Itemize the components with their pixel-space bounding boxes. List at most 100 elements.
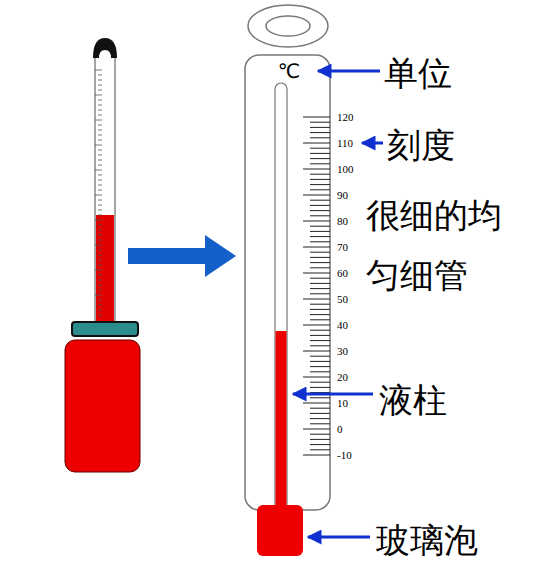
small-tick (98, 285, 102, 286)
magnify-arrow (128, 235, 236, 277)
small-tick (98, 175, 102, 176)
tick-mark (310, 231, 330, 232)
leader-arrow (308, 536, 370, 539)
small-tick (98, 130, 102, 131)
small-tick (98, 100, 102, 101)
small-tick (98, 110, 102, 111)
small-tick (98, 280, 102, 281)
tick-mark (310, 179, 330, 180)
tick-mark (303, 221, 330, 222)
tick-mark (303, 299, 330, 300)
tick-mark (310, 215, 330, 216)
small-tick (98, 250, 102, 251)
tick-mark (310, 189, 330, 190)
tick-mark (310, 127, 330, 128)
tick-mark (310, 423, 330, 424)
small-tick (98, 165, 102, 166)
part-label: 很细的均匀细管 (366, 185, 531, 305)
small-cap-hole (99, 50, 111, 58)
tick-mark (310, 434, 330, 435)
small-tick (98, 260, 102, 261)
tick-mark (310, 236, 330, 237)
tick-mark (303, 117, 330, 118)
tick-mark (310, 241, 330, 242)
small-tick (98, 225, 102, 226)
tick-mark (303, 273, 330, 274)
tick-mark (303, 455, 330, 456)
small-tick (98, 215, 102, 216)
tick-mark (310, 335, 330, 336)
tick-mark (303, 143, 330, 144)
small-tick (98, 135, 102, 136)
capillary-tube (275, 83, 287, 513)
scale-ticks (303, 117, 330, 455)
tick-mark (310, 137, 330, 138)
small-tick (98, 155, 102, 156)
small-liquid (96, 215, 114, 327)
tick-mark (303, 403, 330, 404)
tick-mark (310, 184, 330, 185)
part-label: 刻度 (387, 128, 455, 162)
small-tick (98, 150, 102, 151)
small-cap (93, 38, 117, 58)
tick-mark (310, 163, 330, 164)
scale-number: 0 (337, 424, 343, 435)
small-ticks (95, 70, 102, 315)
small-tick (98, 230, 102, 231)
tick-mark (310, 122, 330, 123)
small-tick (98, 210, 102, 211)
tick-mark (303, 169, 330, 170)
tick-mark (310, 345, 330, 346)
tick-mark (310, 205, 330, 206)
part-label: 液柱 (379, 383, 447, 417)
tick-mark (310, 340, 330, 341)
tick-mark (310, 319, 330, 320)
tick-mark (310, 439, 330, 440)
tick-mark (303, 195, 330, 196)
tick-mark (310, 371, 330, 372)
small-tick (98, 105, 102, 106)
tick-mark (310, 210, 330, 211)
scale-number: 110 (337, 138, 353, 149)
small-tick (98, 290, 102, 291)
tick-mark (303, 429, 330, 430)
tick-mark (310, 132, 330, 133)
scale-number: 50 (337, 294, 348, 305)
scale-number: 20 (337, 372, 348, 383)
small-tick (95, 270, 102, 271)
tick-mark (310, 288, 330, 289)
small-tube (95, 48, 115, 330)
small-tick (95, 195, 102, 196)
small-tick (98, 125, 102, 126)
small-tick (98, 160, 102, 161)
tick-mark (310, 252, 330, 253)
small-tick (98, 315, 102, 316)
small-tick (95, 95, 102, 96)
small-tick (98, 90, 102, 91)
tick-mark (310, 444, 330, 445)
tick-mark (310, 418, 330, 419)
tick-mark (310, 356, 330, 357)
scale-number: 90 (337, 190, 348, 201)
scale-number: 40 (337, 320, 348, 331)
scale-number: 100 (337, 164, 354, 175)
tick-mark (310, 257, 330, 258)
small-tick (98, 305, 102, 306)
tick-mark (310, 148, 330, 149)
part-label: 玻璃泡 (376, 523, 478, 557)
tick-mark (310, 330, 330, 331)
tick-mark (310, 382, 330, 383)
tick-mark (310, 267, 330, 268)
small-tick (95, 220, 102, 221)
scale-number: -10 (337, 450, 352, 461)
tick-mark (303, 247, 330, 248)
tick-mark (310, 304, 330, 305)
tick-mark (310, 200, 330, 201)
tick-mark (310, 449, 330, 450)
small-tick (98, 240, 102, 241)
small-tick (98, 185, 102, 186)
unit-symbol: ℃ (278, 61, 300, 81)
small-tick (98, 115, 102, 116)
tick-mark (310, 226, 330, 227)
small-tick (98, 140, 102, 141)
